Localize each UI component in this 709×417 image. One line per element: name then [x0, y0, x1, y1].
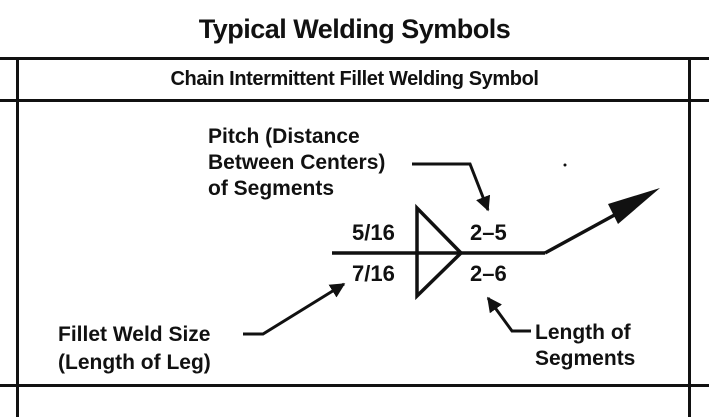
page-title: Typical Welding Symbols: [198, 14, 511, 44]
fillet-weld-symbol: [415, 203, 464, 301]
arrow-side-size: 5/16: [352, 220, 395, 245]
pitch-leader-line: [412, 162, 491, 212]
header-divider: [16, 99, 691, 102]
arrow-side-spec: 2–5: [470, 220, 507, 245]
pitch-label-line2: Between Centers): [208, 151, 385, 174]
speck: [563, 163, 567, 167]
other-side-size: 7/16: [352, 261, 395, 286]
other-side-spec: 2–6: [470, 261, 507, 286]
pitch-label-line1: Pitch (Distance: [208, 125, 360, 148]
table-rule: [690, 99, 709, 102]
fillet-label-line1: Fillet Weld Size: [58, 323, 210, 346]
table-rule: [690, 384, 709, 387]
length-label-line2: Segments: [535, 347, 635, 370]
table-rule: [0, 99, 18, 102]
pitch-label-line3: of Segments: [208, 177, 334, 200]
section-header: Chain Intermittent Fillet Welding Symbol: [170, 68, 539, 90]
fillet-label-line2: (Length of Leg): [58, 351, 211, 374]
table-frame: [16, 57, 691, 417]
table-rule: [0, 57, 18, 60]
length-label-line1: Length of: [535, 321, 632, 344]
table-rule: [0, 384, 18, 387]
welding-symbol-diagram: Pitch (Distance Between Centers) of Segm…: [58, 125, 660, 374]
arrow-line: [544, 210, 621, 255]
arrowhead: [608, 188, 660, 224]
length-leader-line: [486, 296, 531, 333]
fillet-leader-line: [243, 282, 346, 336]
table-rule: [690, 57, 709, 60]
bottom-divider: [16, 384, 691, 387]
